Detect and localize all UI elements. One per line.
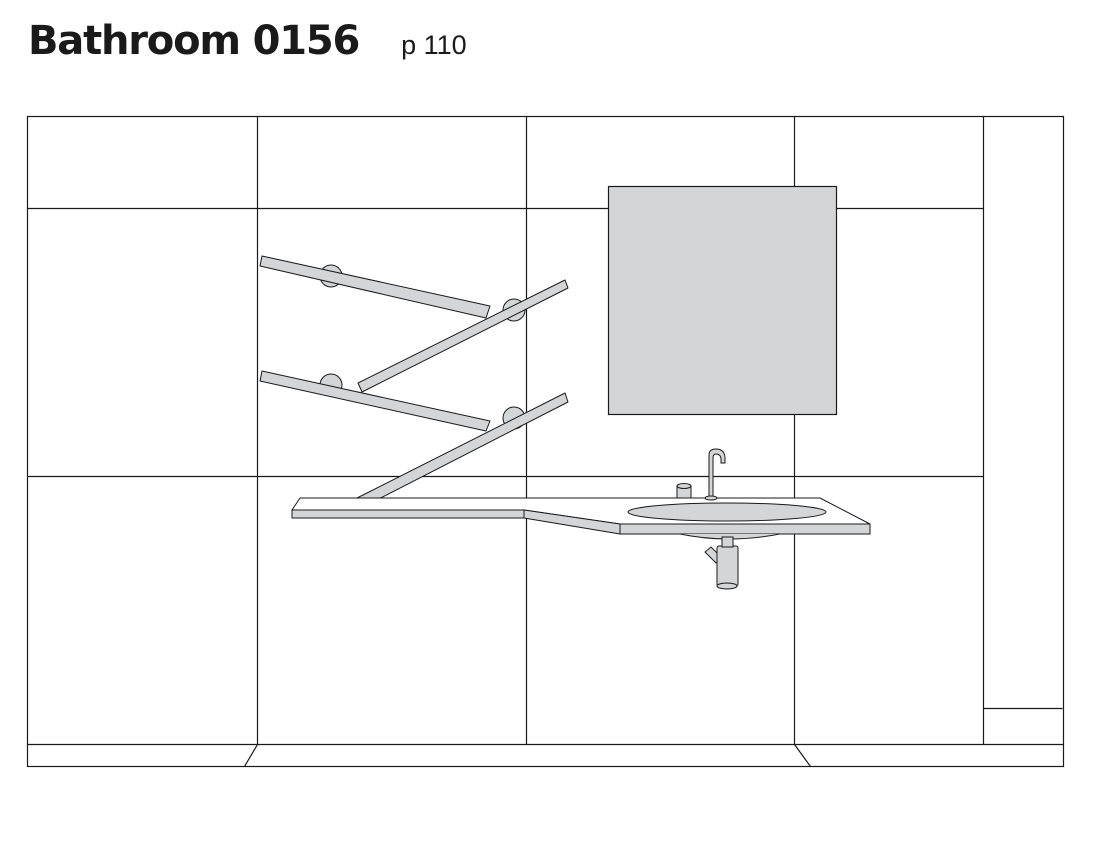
tap-control-top [676, 483, 692, 489]
rack-bar [356, 392, 569, 509]
rack-bar [259, 370, 491, 432]
page-title: Bathroom 0156 [28, 18, 360, 64]
rack-bar [357, 279, 569, 393]
faucet [708, 448, 726, 499]
siphon-cap [716, 582, 738, 590]
mirror [607, 185, 838, 416]
page-reference: p 110 [401, 30, 467, 60]
countertop-right-edge [619, 523, 871, 535]
siphon-neck [721, 536, 734, 548]
faucet-base [704, 495, 718, 501]
siphon-body [716, 545, 739, 587]
countertop-front-edge [291, 509, 525, 519]
floor-line [794, 744, 811, 767]
wall-frame [26, 115, 1065, 768]
washbasin [627, 502, 827, 522]
page-header: Bathroom 0156 p 110 [28, 18, 467, 74]
floor-line [243, 744, 259, 767]
rack-bar [259, 255, 491, 319]
